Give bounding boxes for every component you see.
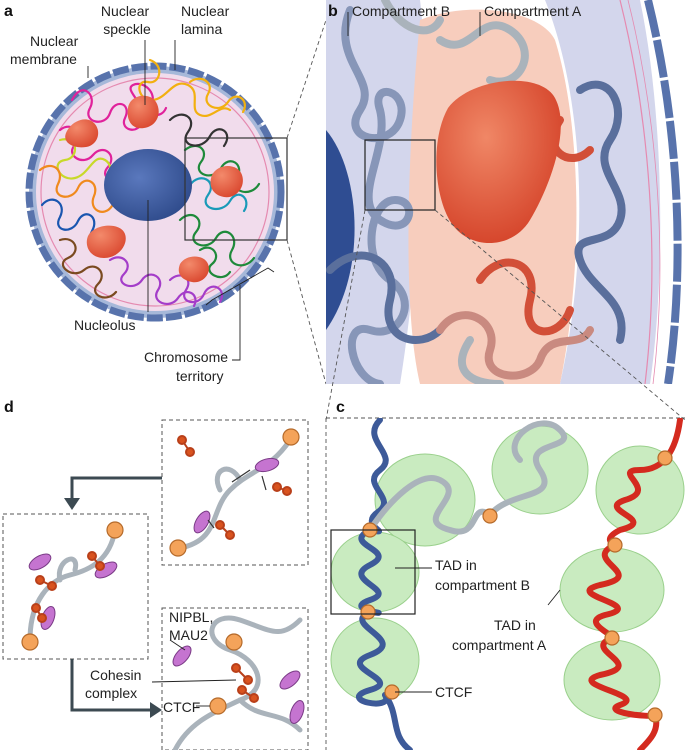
chromatin-red (586, 418, 683, 750)
panel-a-letter: a (4, 3, 13, 20)
zoom-line-bottom (286, 239, 327, 385)
label-nuclear-lamina: Nuclear lamina (181, 3, 233, 37)
panel-d-letter: d (4, 399, 14, 416)
territory-leader (232, 285, 241, 361)
panel-b-letter: b (328, 3, 338, 20)
label-cohesin-complex: Cohesin complex (85, 667, 145, 701)
nuclear-speckles (65, 95, 243, 283)
label-nuclear-membrane: Nuclear membrane (10, 33, 82, 67)
cohesin-leader (151, 679, 237, 683)
tad-a-leader (547, 589, 561, 606)
zoom-line-top (286, 19, 327, 139)
zoom-box-a (184, 137, 288, 241)
label-compartment-b: Compartment B (352, 3, 450, 19)
label-nucleolus: Nucleolus (74, 317, 135, 333)
panel-b: b Compartment B Compartment A (325, 0, 685, 421)
membrane-b (644, 0, 682, 384)
chromatin-fibres-b (326, 0, 626, 384)
panel-c: c (325, 399, 685, 750)
nucleolus (104, 149, 192, 221)
zoom-box-b (364, 139, 436, 211)
label-chromosome-territory: Chromosome territory (144, 349, 232, 384)
arrow-d-2 (70, 659, 155, 712)
nuclear-lamina (40, 77, 270, 307)
ctcf-beads (360, 450, 673, 723)
zoom-line-bc-1 (434, 209, 685, 421)
label-nuclear-speckle: Nuclear speckle (101, 3, 153, 37)
ctcf-beads-d (21, 428, 300, 715)
label-tad-a: TAD in compartment A (452, 617, 547, 653)
label-ctcf-d: CTCF (163, 699, 200, 715)
binding-arrows (207, 469, 267, 529)
lamina-b-2 (627, 0, 661, 384)
compartment-b-region-right (545, 0, 661, 384)
arrow-d-1-head (64, 498, 80, 510)
chromatin-grey (367, 420, 568, 535)
nipbl-mau2 (28, 457, 305, 724)
cohesin-complexes (31, 435, 292, 703)
nipbl-leader (169, 639, 186, 651)
panel-d: d (2, 399, 309, 750)
label-nipbl-mau2: NIPBL, MAU2 (169, 609, 217, 643)
label-compartment-a: Compartment A (484, 3, 582, 19)
arrow-d-1 (70, 476, 162, 504)
label-tad-b: TAD in compartment B (435, 557, 530, 593)
nuclear-membrane (25, 62, 285, 322)
arrow-d-2-head (150, 702, 162, 718)
nucleolus-edge (326, 130, 355, 330)
zoom-line-bc-2 (325, 209, 366, 421)
territory-bracket (205, 267, 275, 306)
panel-c-letter: c (336, 399, 345, 416)
panel-a: a (4, 3, 327, 385)
nuclear-speckle-large (436, 80, 561, 244)
zoom-box-c (330, 529, 416, 615)
label-ctcf-c: CTCF (435, 684, 472, 700)
lamina-b (619, 0, 653, 384)
